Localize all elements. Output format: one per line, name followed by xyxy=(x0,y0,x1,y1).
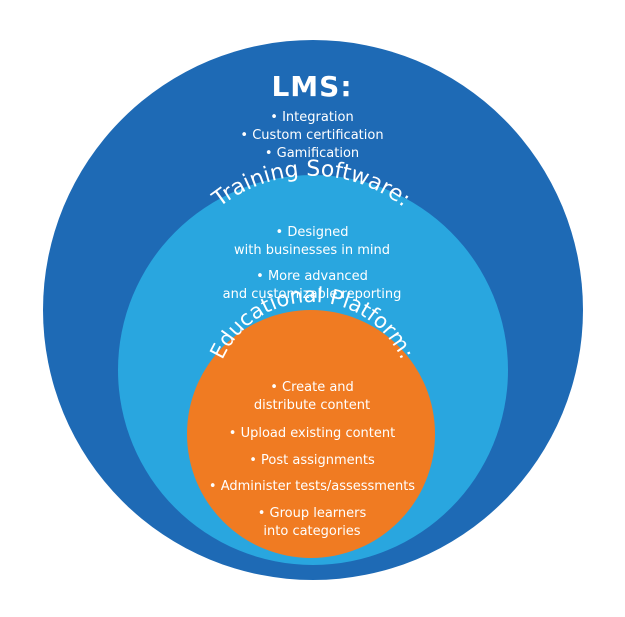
educational-platform-circle xyxy=(187,310,435,558)
training-list-item: • More advanced xyxy=(256,269,368,284)
lms-list-item: • Integration xyxy=(270,110,354,125)
platform-list-item: • Post assignments xyxy=(249,453,375,468)
platform-list-item: • Group learners xyxy=(257,506,367,521)
platform-list-item: • Create and xyxy=(270,380,354,395)
lms-title: LMS: xyxy=(271,70,353,103)
platform-list-item: • Upload existing content xyxy=(228,426,396,441)
lms-list-item: • Custom certification xyxy=(240,128,384,143)
training-list-item: and customizable reporting xyxy=(222,287,402,302)
platform-list-item: into categories xyxy=(263,524,361,539)
training-list-item: with businesses in mind xyxy=(233,243,391,258)
training-list-item: • Designed xyxy=(275,225,349,240)
platform-list-item: distribute content xyxy=(253,398,371,413)
lms-list-item: • Gamification xyxy=(264,146,360,161)
platform-list-item: • Administer tests/assessments xyxy=(208,479,416,494)
